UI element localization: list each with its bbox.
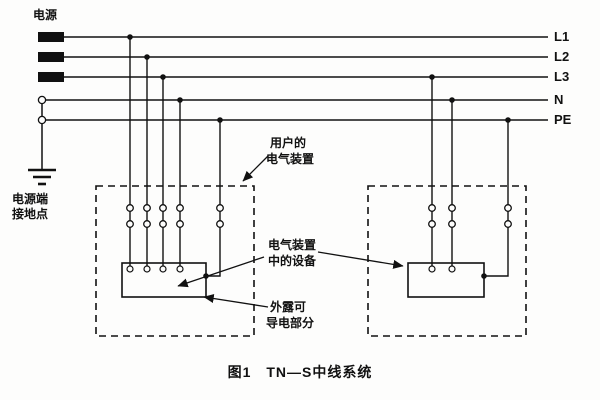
arrow-equipment-left xyxy=(177,256,265,288)
source-earthing xyxy=(28,95,56,186)
arrow-user-installation xyxy=(242,155,269,182)
exposed-parts-label-line2: 导电部分 xyxy=(266,316,315,330)
power-source-terminals xyxy=(38,32,64,82)
right-entry-terminals xyxy=(428,204,512,228)
arrow-exposed-parts xyxy=(203,294,269,308)
source-terminal-l1 xyxy=(38,32,64,42)
conductor-label-pe: PE xyxy=(554,112,572,127)
user-installation-label-line1: 用户的 xyxy=(270,136,307,150)
busbar-lines xyxy=(46,36,548,121)
right-equipment xyxy=(407,262,485,298)
annotation-arrows xyxy=(177,155,404,308)
exposed-parts-label-line1: 外露可 xyxy=(270,300,307,314)
left-equipment xyxy=(121,262,207,298)
right-pe-conductor xyxy=(484,120,509,277)
ground-point-label: 电源端 接地点 xyxy=(12,192,72,222)
conductor-label-n: N xyxy=(554,92,564,107)
equipment-label: 电气装置 中的设备 xyxy=(268,237,316,269)
junction-dots xyxy=(127,34,511,279)
left-entry-terminals xyxy=(126,204,224,228)
equipment-label-line1: 电气装置 xyxy=(268,238,317,252)
pe-source-terminal xyxy=(37,115,47,125)
left-equipment-enclosure xyxy=(121,262,207,298)
n-source-terminal xyxy=(37,95,47,105)
user-installation-label: 用户的 电气装置 xyxy=(266,135,314,167)
left-pe-conductor xyxy=(206,120,221,277)
right-drop-conductors xyxy=(431,77,509,277)
conductor-label-l1: L1 xyxy=(554,29,570,44)
exposed-parts-label: 外露可 导电部分 xyxy=(266,299,314,331)
equipment-label-line2: 中的设备 xyxy=(268,254,317,268)
conductor-label-l2: L2 xyxy=(554,49,570,64)
user-installation-label-line2: 电气装置 xyxy=(266,152,315,166)
left-installation-boundary xyxy=(95,185,255,337)
conductor-label-l3: L3 xyxy=(554,69,570,84)
right-equipment-enclosure xyxy=(407,262,485,298)
figure-caption: 图1 TN—S中线系统 xyxy=(227,364,373,380)
source-terminal-l3 xyxy=(38,72,64,82)
right-installation-boundary xyxy=(367,185,527,337)
ground-point-label-line2: 接地点 xyxy=(12,207,49,221)
arrow-equipment-right xyxy=(317,251,404,269)
source-terminal-l2 xyxy=(38,52,64,62)
left-drop-conductors xyxy=(129,37,221,277)
ground-point-label-line1: 电源端 xyxy=(12,192,49,206)
ground-symbol xyxy=(28,168,56,186)
power-source-label: 电源 xyxy=(33,8,58,22)
